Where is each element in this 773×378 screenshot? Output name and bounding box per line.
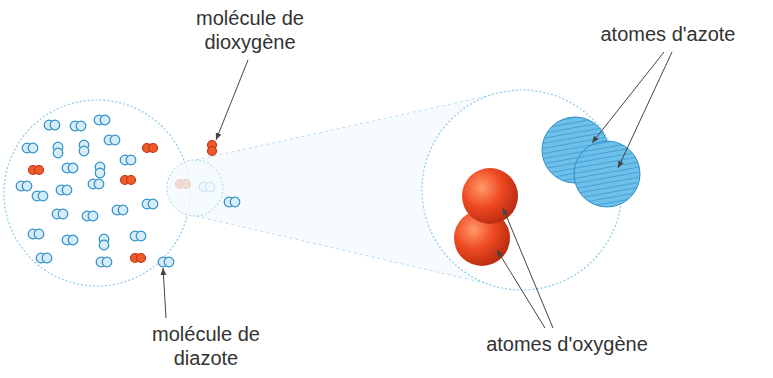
nitrogen-molecule xyxy=(99,234,109,250)
label-oxygen-atoms: atomes d'oxygène xyxy=(486,332,648,356)
nitrogen-molecule xyxy=(79,140,89,156)
label-nitrogen-atoms: atomes d'azote xyxy=(600,22,735,46)
zoom-circle xyxy=(167,160,223,216)
nitrogen-molecule xyxy=(95,162,105,178)
nitrogen-molecule xyxy=(112,205,128,215)
oxygen-molecule xyxy=(131,254,146,263)
leader-line xyxy=(497,250,545,328)
nitrogen-molecule xyxy=(142,199,158,209)
nitrogen-molecule xyxy=(62,163,78,173)
oxygen-molecule xyxy=(208,141,217,156)
nitrogen-molecule xyxy=(224,197,240,207)
nitrogen-molecule xyxy=(96,257,112,267)
leader-line xyxy=(163,268,166,318)
nitrogen-molecule xyxy=(22,143,38,153)
nitrogen-molecule xyxy=(88,179,104,189)
nitrogen-molecule xyxy=(70,121,86,131)
nitrogen-molecule xyxy=(62,235,78,245)
nitrogen-molecule xyxy=(32,191,48,201)
oxygen-molecule xyxy=(143,144,158,153)
nitrogen-molecule xyxy=(53,142,63,158)
oxygen-atom xyxy=(462,168,518,224)
air-sample-circle xyxy=(4,100,190,286)
nitrogen-molecule xyxy=(28,229,44,239)
oxygen-molecule xyxy=(29,166,44,175)
nitrogen-molecule xyxy=(104,135,120,145)
nitrogen-molecule xyxy=(158,257,174,267)
nitrogen-molecule xyxy=(36,253,52,263)
nitrogen-molecule xyxy=(94,115,110,125)
molecule-group xyxy=(16,115,240,267)
nitrogen-molecule xyxy=(44,120,60,130)
nitrogen-atom xyxy=(574,141,640,207)
label-dioxygen: molécule de dioxygène xyxy=(194,6,306,54)
nitrogen-molecule xyxy=(16,181,32,191)
oxygen-molecule xyxy=(121,176,136,185)
nitrogen-molecule xyxy=(82,211,98,221)
label-dinitrogen: molécule de diazote xyxy=(150,322,262,370)
nitrogen-molecule xyxy=(130,231,146,241)
leader-line xyxy=(592,52,664,143)
leader-line xyxy=(618,52,672,168)
leader-line xyxy=(503,208,553,328)
nitrogen-molecule xyxy=(120,155,136,165)
leader-line xyxy=(216,60,248,140)
nitrogen-molecule xyxy=(52,209,68,219)
nitrogen-molecule xyxy=(56,185,72,195)
